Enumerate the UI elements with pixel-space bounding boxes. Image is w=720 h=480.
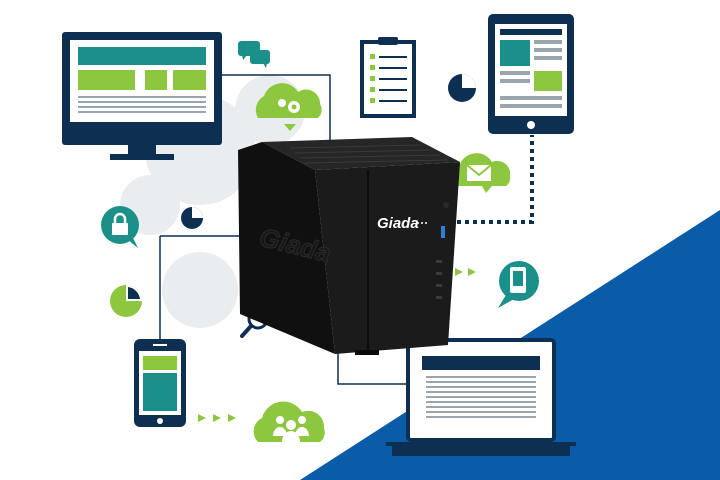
green-arrows-bottom	[198, 414, 236, 422]
dotted-link-tablet	[457, 135, 534, 224]
pie-chart-icon	[448, 74, 476, 102]
chat-bubbles-icon	[238, 41, 270, 68]
cloud-email-icon	[452, 153, 511, 193]
desktop-monitor-icon	[62, 32, 222, 160]
laptop-icon	[386, 338, 576, 456]
lock-icon	[101, 206, 139, 248]
cloud-users-icon	[253, 401, 325, 442]
pie-chart-green-icon	[110, 285, 142, 317]
nas-device: Giada Giada	[238, 137, 460, 355]
green-arrows-right	[455, 268, 476, 276]
phone-bubble-icon	[498, 261, 539, 308]
smartphone-icon	[134, 339, 186, 427]
usb-port	[441, 226, 445, 238]
pie-chart-small-icon	[181, 207, 203, 229]
checklist-clipboard-icon	[360, 37, 416, 118]
power-button	[443, 202, 449, 208]
tablet-icon	[488, 14, 574, 134]
cloud-settings-icon	[255, 83, 322, 131]
brand-logo: Giada	[377, 215, 419, 232]
nas-side	[238, 142, 335, 354]
nas-front	[315, 162, 460, 354]
connection-lines	[159, 74, 408, 385]
